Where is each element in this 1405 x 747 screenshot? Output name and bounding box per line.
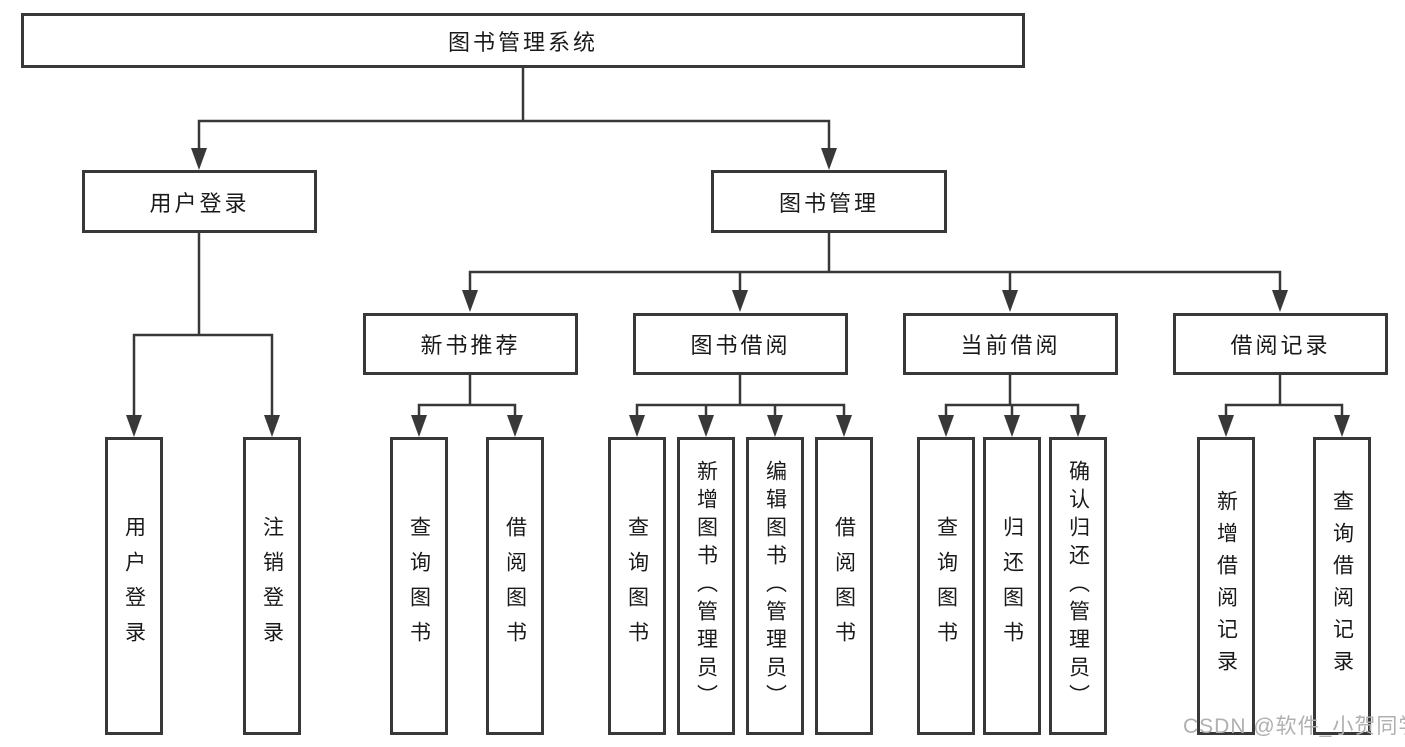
node-label: 用户登录 bbox=[122, 516, 146, 656]
leaf-node-add-borrow-record: 新增借阅记录 bbox=[1197, 437, 1255, 735]
section-node-new-book-recommend: 新书推荐 bbox=[363, 313, 578, 375]
leaf-node-return-book: 归还图书 bbox=[983, 437, 1041, 735]
node-label: 确认归还（管理员） bbox=[1066, 460, 1090, 712]
connectors-management-to-sections bbox=[462, 233, 1288, 312]
node-label: 借阅图书 bbox=[832, 516, 856, 656]
node-label: 借阅图书 bbox=[503, 516, 527, 656]
node-label: 查询借阅记录 bbox=[1330, 490, 1354, 682]
connectors-login-to-leaves bbox=[126, 233, 280, 437]
leaf-node-confirm-return-admin: 确认归还（管理员） bbox=[1049, 437, 1107, 735]
node-label: 图书借阅 bbox=[690, 333, 791, 358]
root-node-library-system: 图书管理系统 bbox=[21, 13, 1025, 68]
connectors-root-to-branches bbox=[191, 68, 837, 170]
node-label: 注销登录 bbox=[260, 516, 284, 656]
connectors-recommend-to-leaves bbox=[411, 375, 523, 437]
leaf-node-query-borrow-record: 查询借阅记录 bbox=[1313, 437, 1371, 735]
branch-node-book-management: 图书管理 bbox=[711, 170, 947, 233]
node-label: 用户登录 bbox=[149, 190, 250, 216]
node-label: 新书推荐 bbox=[420, 333, 521, 358]
node-label: 归还图书 bbox=[1000, 516, 1024, 656]
connectors-borrowing-to-leaves bbox=[629, 375, 852, 437]
section-node-borrow-records: 借阅记录 bbox=[1173, 313, 1388, 375]
leaf-node-logout: 注销登录 bbox=[243, 437, 301, 735]
connectors-records-to-leaves bbox=[1218, 375, 1350, 437]
node-label: 借阅记录 bbox=[1230, 333, 1331, 358]
leaf-node-borrow-books-borrowing: 借阅图书 bbox=[815, 437, 873, 735]
node-label: 查询图书 bbox=[934, 516, 958, 656]
section-node-current-borrowing: 当前借阅 bbox=[903, 313, 1118, 375]
branch-node-user-login: 用户登录 bbox=[82, 170, 317, 233]
node-label: 当前借阅 bbox=[960, 333, 1061, 358]
node-label: 新增借阅记录 bbox=[1214, 490, 1238, 682]
leaf-node-borrow-books-recommend: 借阅图书 bbox=[486, 437, 544, 735]
node-label: 图书管理 bbox=[778, 190, 879, 216]
csdn-watermark: CSDN @软件_小贺同学 bbox=[1183, 715, 1405, 738]
section-node-book-borrowing: 图书借阅 bbox=[633, 313, 848, 375]
node-label: 编辑图书（管理员） bbox=[763, 460, 787, 712]
leaf-node-user-login: 用户登录 bbox=[105, 437, 163, 735]
node-label: 查询图书 bbox=[625, 516, 649, 656]
leaf-node-edit-book-admin: 编辑图书（管理员） bbox=[746, 437, 804, 735]
node-label: 图书管理系统 bbox=[447, 29, 598, 55]
leaf-node-add-book-admin: 新增图书（管理员） bbox=[677, 437, 735, 735]
connectors-current-to-leaves bbox=[938, 375, 1086, 437]
node-label: 查询图书 bbox=[407, 516, 431, 656]
node-label: 新增图书（管理员） bbox=[694, 460, 718, 712]
leaf-node-query-books-borrowing: 查询图书 bbox=[608, 437, 666, 735]
leaf-node-query-books-recommend: 查询图书 bbox=[390, 437, 448, 735]
leaf-node-query-books-current: 查询图书 bbox=[917, 437, 975, 735]
